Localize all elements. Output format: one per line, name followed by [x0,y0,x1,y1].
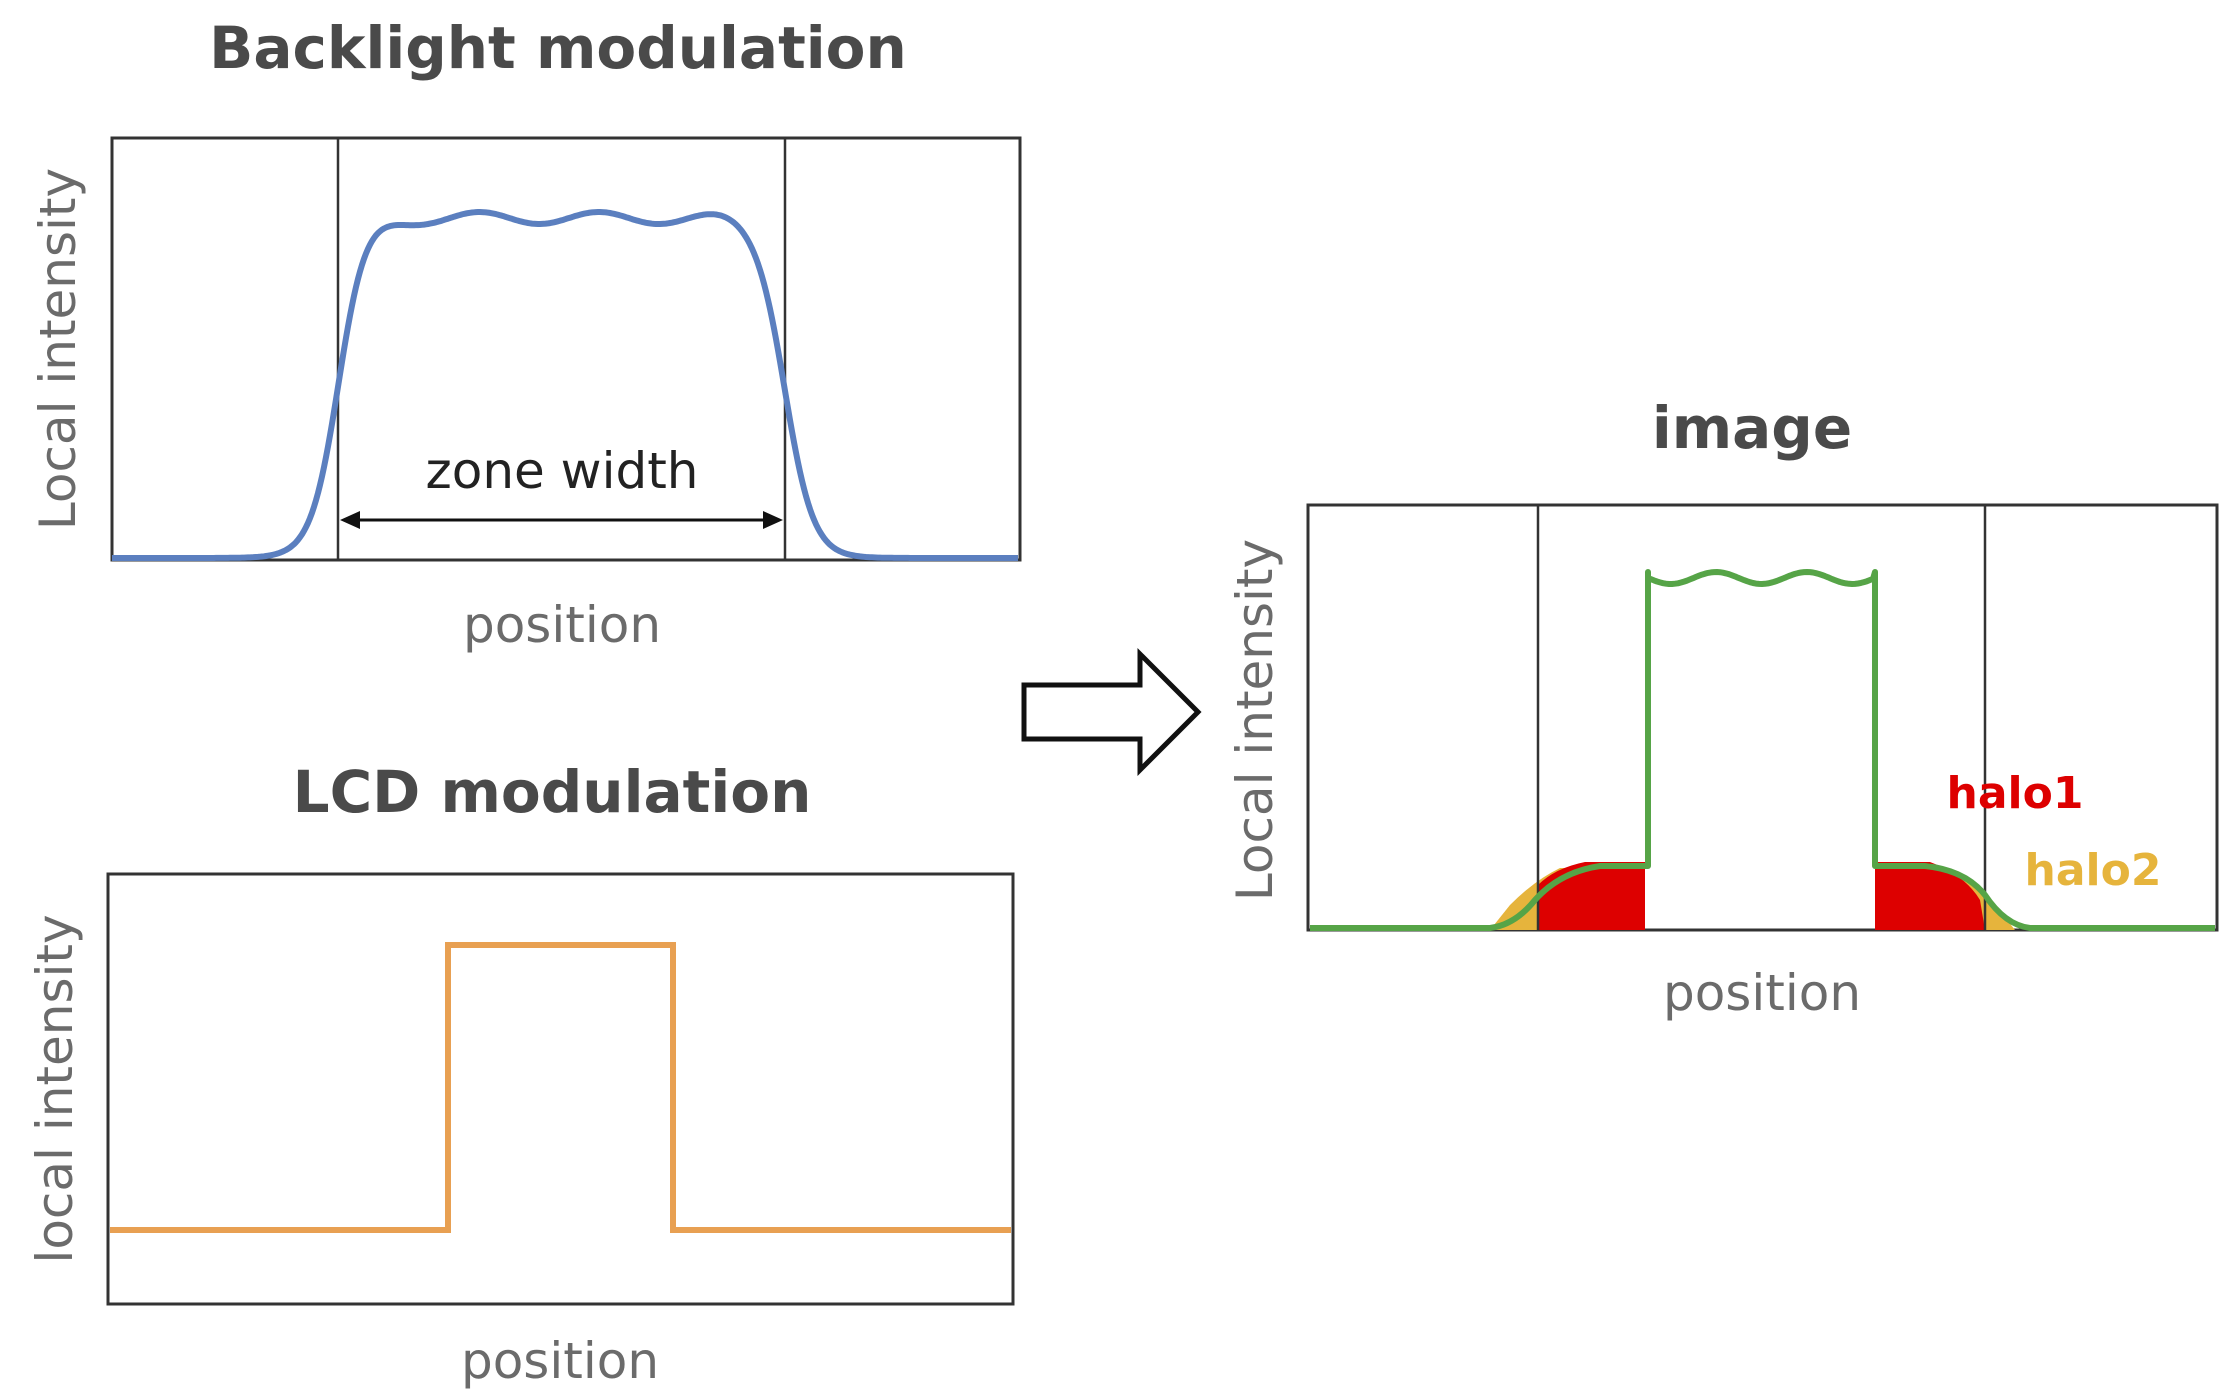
image-intensity-curve [1310,569,2215,931]
image-x-label: position [1663,964,1861,1022]
backlight-x-label: position [463,596,661,654]
backlight-panel: Backlight modulation zone width Local in… [29,14,1022,654]
lcd-title: LCD modulation [293,758,812,826]
backlight-y-label: Local intensity [29,168,87,530]
right-arrow-icon [1021,647,1202,777]
zone-width-label: zone width [426,442,699,500]
lcd-frame [106,872,1015,1306]
lcd-panel: LCD modulation local intensity position [26,758,1015,1390]
halo1-label: halo1 [1947,768,2084,819]
lcd-x-label: position [461,1332,659,1390]
backlight-frame [110,136,1022,562]
lcd-intensity-curve [110,942,1011,1233]
backlight-intensity-curve [111,209,1019,561]
image-title: image [1652,394,1852,462]
backlight-title: Backlight modulation [209,14,907,82]
image-frame [1306,503,2219,932]
halo2-label: halo2 [2025,845,2162,896]
zone-width-arrow [340,511,783,529]
image-panel: image halo1 halo2 Local intensity positi… [1226,394,2219,1022]
halo1-right-region [1875,862,1985,930]
lcd-y-label: local intensity [26,914,84,1263]
image-y-label: Local intensity [1226,539,1284,901]
